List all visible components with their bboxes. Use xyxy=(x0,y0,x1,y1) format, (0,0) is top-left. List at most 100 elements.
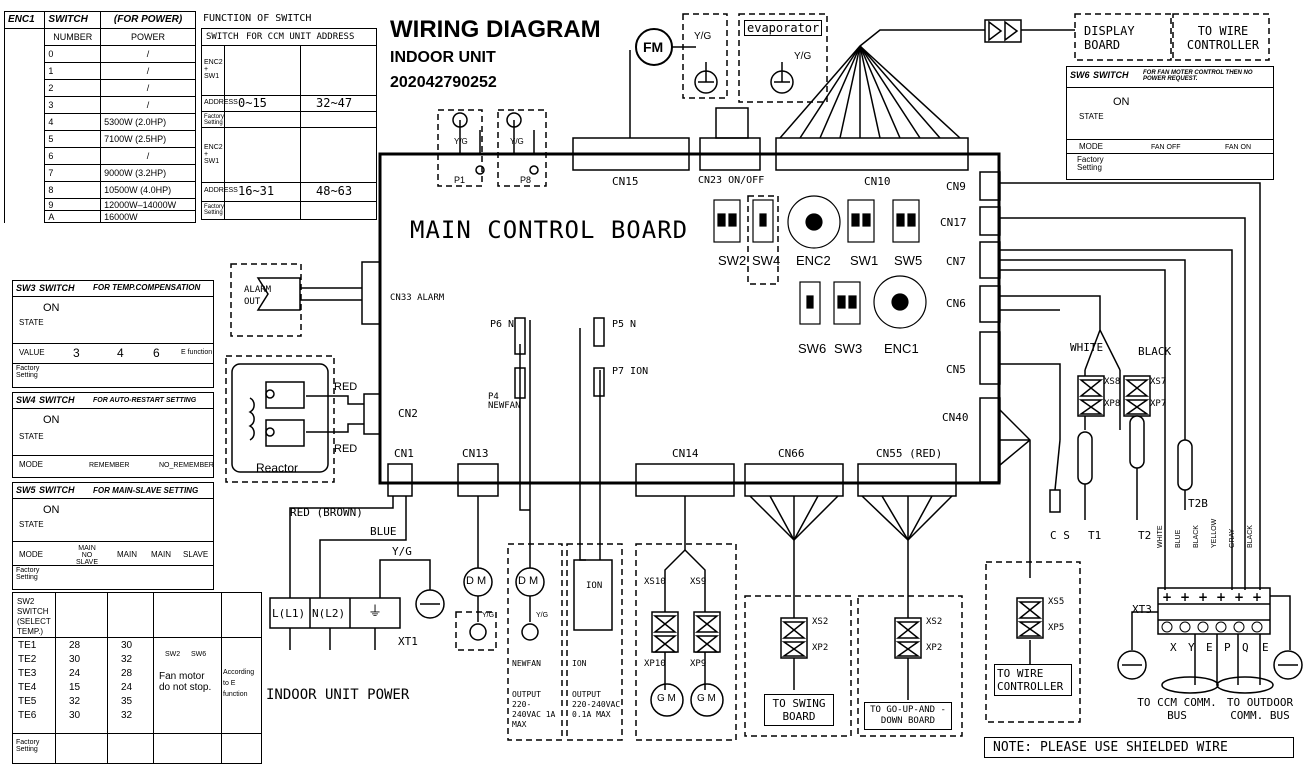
label-cn14: CN14 xyxy=(672,447,699,460)
cn10-connector xyxy=(775,137,969,171)
sw6-mode-fan-off: FAN OFF xyxy=(1151,144,1181,151)
sw4-on: ON xyxy=(43,414,60,426)
sw3-head: SW3 xyxy=(16,283,36,293)
enc1-pow: 9000W (3.2HP) xyxy=(100,164,196,182)
sw6-mode-label: MODE xyxy=(1079,142,1103,151)
label-cn10: CN10 xyxy=(864,175,891,188)
label-cn2: CN2 xyxy=(398,407,418,420)
sw5-table: SW5 SWITCH FOR MAIN-SLAVE SETTING ON STA… xyxy=(12,482,214,590)
sw2-table: SW2 SWITCH (SELECT TEMP.) SW2 SW6 TE1 28… xyxy=(12,592,262,764)
sw5-head-desc: FOR MAIN-SLAVE SETTING xyxy=(93,486,199,495)
func-addr-32-47: 32~47 xyxy=(316,96,353,110)
label-cn40: CN40 xyxy=(942,411,969,424)
yg-label-p8: Y/G xyxy=(510,137,524,146)
evaporator-label: evaporator xyxy=(744,20,823,36)
sw5-head: SW5 xyxy=(16,485,36,495)
sw3-state: STATE xyxy=(19,318,44,327)
xt3-label: XT3 xyxy=(1132,603,1152,616)
svg-text:+: + xyxy=(1216,590,1226,604)
xp9-label: XP9 xyxy=(690,659,707,669)
dm-label-cn13: D M xyxy=(466,575,487,587)
yg-label-p1: Y/G xyxy=(454,137,468,146)
label-sw4: SW4 xyxy=(752,253,781,268)
label-cn1: CN1 xyxy=(394,447,414,460)
label-p5: P5 N xyxy=(612,319,637,330)
label-cn7: CN7 xyxy=(946,255,966,268)
enc1-pow: 16000W xyxy=(100,210,196,223)
xt3-color-blue: BLUE xyxy=(1175,529,1182,548)
sw3-head-desc: FOR TEMP.COMPENSATION xyxy=(93,283,201,292)
sw4-state: STATE xyxy=(19,432,44,441)
label-sw1: SW1 xyxy=(850,253,879,268)
enc1-head: ENC1 xyxy=(3,11,46,29)
sw4-head-desc: FOR AUTO-RESTART SETTING xyxy=(93,397,197,404)
p1-label: P1 xyxy=(454,175,466,185)
to-wire-controller-bottom-label: TO WIRE CONTROLLER xyxy=(994,664,1072,696)
yg-label-dm2: Y/G xyxy=(536,612,549,619)
xp2-label-swing: XP2 xyxy=(812,643,829,653)
xp5-label: XP5 xyxy=(1048,623,1065,633)
label-sw5: SW5 xyxy=(894,253,923,268)
sw2-row-te1: TE1 xyxy=(18,640,37,651)
func-head-ccm: FOR CCM UNIT ADDRESS xyxy=(246,32,355,42)
sw2-te3-b: 28 xyxy=(121,668,133,679)
cn23-plug xyxy=(715,107,749,139)
label-cn15: CN15 xyxy=(612,175,639,188)
sw2-te5-a: 32 xyxy=(69,696,81,707)
sw2-head: SW2 SWITCH (SELECT TEMP.) xyxy=(17,597,51,636)
enc1-pow: 7100W (2.5HP) xyxy=(100,130,196,148)
xt3-term-e: E xyxy=(1206,641,1213,654)
sw2-te4-a: 15 xyxy=(69,682,81,693)
newfan-label: NEWFAN xyxy=(512,659,541,668)
enc1-pow: 5300W (2.0HP) xyxy=(100,113,196,131)
fan-motor-label: FM xyxy=(643,39,664,55)
sw5-mode-main: MAIN xyxy=(117,550,137,559)
label-enc2: ENC2 xyxy=(796,253,831,268)
xt3-color-black: BLACK xyxy=(1193,525,1200,548)
func-row-enc2sw1-2: ENC2 + SW1 xyxy=(204,144,223,165)
sw3-on: ON xyxy=(43,302,60,314)
label-p6: P6 N xyxy=(490,319,515,330)
xs-xp-connectors xyxy=(651,375,1151,659)
main-board-title: MAIN CONTROL BOARD xyxy=(410,216,689,244)
sw2-factory: Factory Setting xyxy=(16,739,40,753)
yg-label-power: Y/G xyxy=(392,545,412,558)
alarm-out-label: ALARM OUT xyxy=(244,285,272,307)
label-cn6: CN6 xyxy=(946,297,966,310)
sw2-note-fan-motor: Fan motor do not stop. xyxy=(159,671,212,693)
red-brown-label: RED (BROWN) xyxy=(290,506,363,519)
label-cn13: CN13 xyxy=(462,447,489,460)
sw3-value-6: 6 xyxy=(153,346,160,360)
label-cn5: CN5 xyxy=(946,363,966,376)
func-row-address-2: ADDRESS xyxy=(204,187,238,194)
enc1-num: 6 xyxy=(44,147,102,165)
sw6-state: STATE xyxy=(1079,112,1104,121)
xt3-color-gray: GRAY xyxy=(1229,528,1236,548)
cs-sensor-label: C S xyxy=(1050,529,1070,542)
sw2-row-te3: TE3 xyxy=(18,668,37,679)
t1-sensor-label: T1 xyxy=(1088,529,1102,542)
label-cn33: CN33 ALARM xyxy=(390,293,445,303)
t2-sensor-label: T2 xyxy=(1138,529,1152,542)
sw3-table: SW3 SWITCH FOR TEMP.COMPENSATION ON STAT… xyxy=(12,280,214,388)
xt3-color-yellow: YELLOW xyxy=(1211,518,1218,548)
sw6-factory: Factory Setting xyxy=(1077,155,1104,172)
xs8-label: XS8 xyxy=(1104,377,1121,387)
dm-label-newfan: D M xyxy=(518,575,539,587)
svg-text:+: + xyxy=(1252,590,1262,604)
xt1-label: XT1 xyxy=(398,635,418,648)
ion-box-label: ION xyxy=(586,581,603,591)
enc1-pow: / xyxy=(100,96,196,114)
enc1-pow: / xyxy=(100,147,196,165)
sw3-value-e: E function xyxy=(181,349,213,356)
xs2-label-swing: XS2 xyxy=(812,617,829,627)
sw5-factory: Factory Setting xyxy=(16,567,40,581)
func-addr-48-63: 48~63 xyxy=(316,184,353,198)
xp7-label: XP7 xyxy=(1150,399,1167,409)
sw4-head: SW4 xyxy=(16,395,36,405)
p8-label: P8 xyxy=(520,175,532,185)
yg-label-fm: Y/G xyxy=(694,31,712,42)
sw6-head-switch: SWITCH xyxy=(1093,70,1129,80)
n2-label: N(L2) xyxy=(312,607,346,620)
xt3-term-x: X xyxy=(1170,641,1177,654)
